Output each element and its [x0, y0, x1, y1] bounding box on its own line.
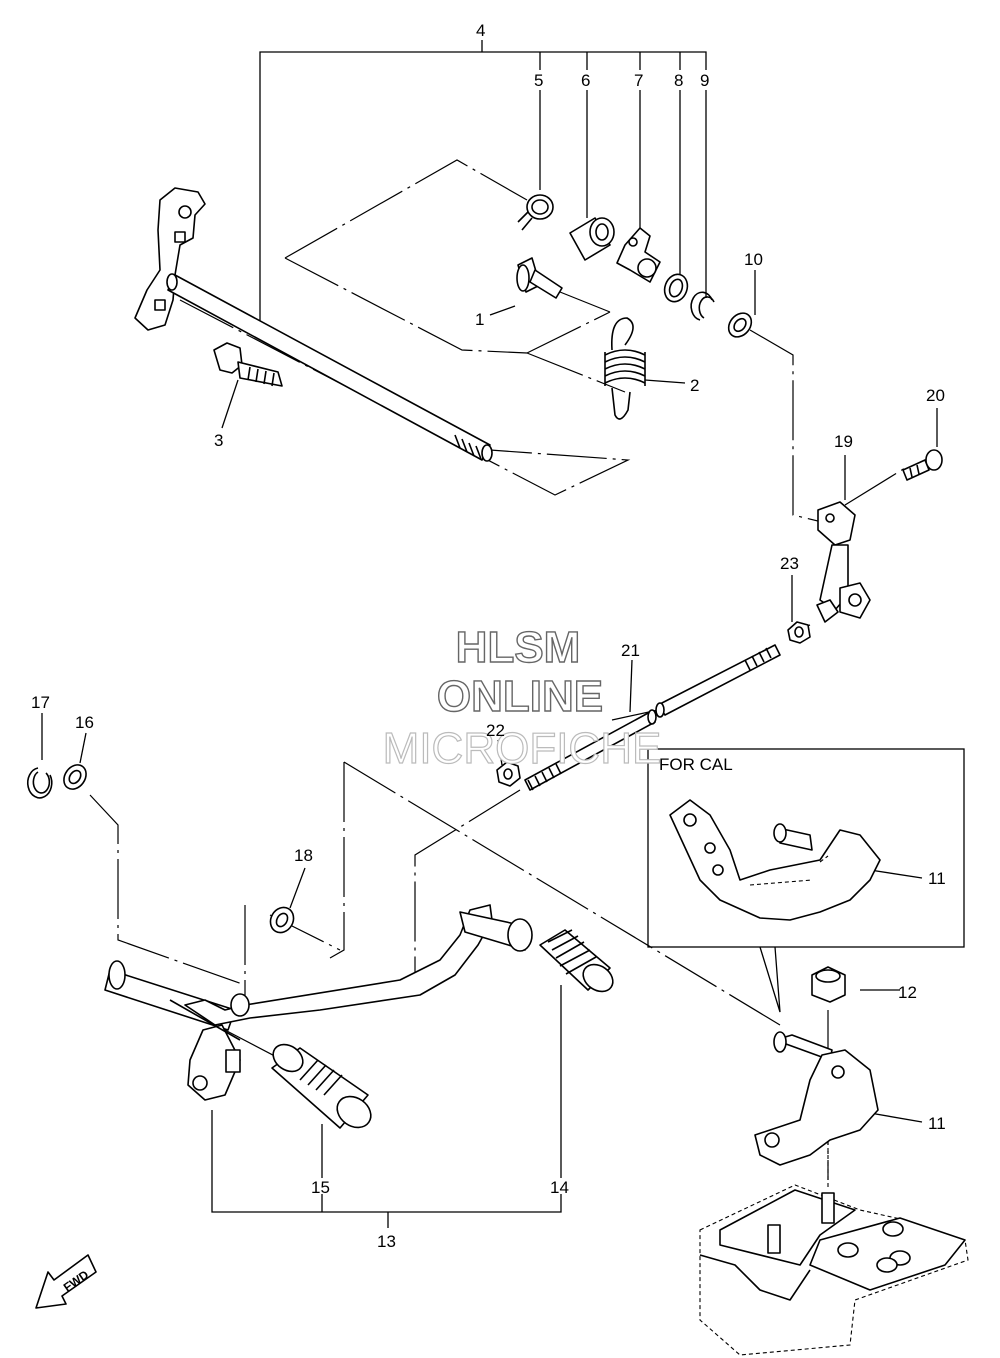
nut-22: [496, 761, 521, 787]
bolt-20: [902, 449, 943, 481]
pin-1: [516, 257, 563, 299]
inset-for-cal: [647, 748, 965, 1013]
callout-14: 14: [550, 1178, 569, 1197]
spring-5: [517, 194, 554, 231]
callout-23: 23: [780, 554, 799, 573]
callout-5: 5: [534, 71, 543, 90]
callout-15: 15: [311, 1178, 330, 1197]
callout-21: 21: [621, 641, 640, 660]
shift-shaft-assembly: [134, 187, 493, 462]
watermark-line-3: MICROFICHE: [383, 724, 662, 773]
collar-6: [569, 217, 615, 261]
washer-16: [63, 764, 87, 790]
callout-6: 6: [581, 71, 590, 90]
inset-label: FOR CAL: [659, 755, 733, 774]
callout-16: 16: [75, 713, 94, 732]
bracket-11: [754, 1031, 879, 1166]
leader-lines: [41, 90, 938, 1228]
callout-18: 18: [294, 846, 313, 865]
watermark-line-1: HLSM: [456, 623, 581, 672]
watermark-line-2: ONLINE: [437, 672, 603, 721]
washer-10: [727, 312, 753, 338]
callout-8: 8: [674, 71, 683, 90]
rubber-14: [539, 929, 614, 993]
bolt-12: [811, 966, 846, 1003]
bracket-4: [259, 40, 707, 325]
callout-20: 20: [926, 386, 945, 405]
rod-21: [524, 644, 781, 791]
callout-11-inset: 11: [928, 869, 946, 888]
callout-17: 17: [31, 693, 50, 712]
callout-19: 19: [834, 432, 853, 451]
callout-12: 12: [898, 983, 917, 1002]
bolt-3: [213, 342, 283, 387]
circlip-17: [26, 767, 53, 799]
callout-10: 10: [744, 250, 763, 269]
callout-7: 7: [634, 71, 643, 90]
callout-13: 13: [377, 1232, 396, 1251]
link-19: [816, 501, 871, 623]
inset-frame: [647, 748, 965, 948]
circlip-9: [690, 291, 715, 321]
callout-9: 9: [700, 71, 709, 90]
watermark: HLSM ONLINE MICROFICHE: [382, 622, 662, 773]
spring-2: [604, 317, 646, 420]
washer-8: [663, 273, 689, 303]
callout-labels: 4 5 6 7 8 9 10 1 2 3 20 19 23 21 22 17 1…: [31, 21, 946, 1251]
callout-22: 22: [486, 721, 505, 740]
callout-11: 11: [928, 1114, 946, 1133]
washer-18: [269, 906, 295, 934]
nut-23: [787, 621, 811, 644]
callout-2: 2: [690, 376, 699, 395]
callout-1: 1: [475, 310, 484, 329]
callout-4: 4: [476, 21, 485, 40]
lever-7: [616, 227, 661, 283]
rubber-15: [271, 1043, 372, 1129]
frame-section: [699, 1184, 969, 1356]
shift-pedal-13: [104, 904, 533, 1101]
callout-3: 3: [214, 431, 223, 450]
fwd-arrow-icon: FWD: [35, 1254, 97, 1309]
